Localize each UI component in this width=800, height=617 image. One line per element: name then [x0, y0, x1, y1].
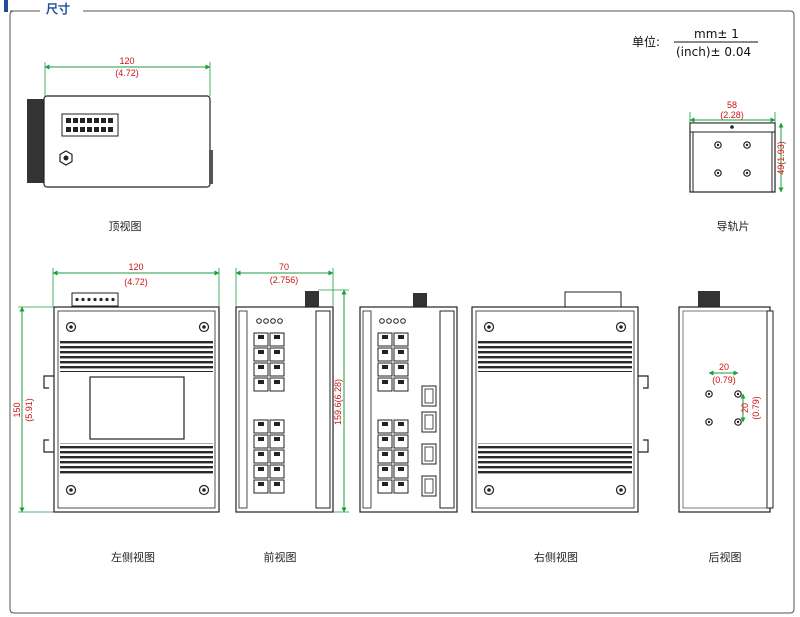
front-view: 70 (2.756) 159.6(6.28) 前视图	[235, 262, 349, 564]
unit-legend: 单位: mm± 1 (inch)± 0.04	[632, 27, 758, 59]
rear-hole-h-dimension: 20	[719, 362, 729, 372]
section-title: 尺寸	[46, 1, 70, 16]
top-view-caption: 顶视图	[109, 219, 142, 233]
ethernet-port-grid-icon	[253, 332, 285, 494]
rear-view-caption: 后视图	[709, 550, 742, 564]
unit-label: 单位:	[632, 34, 660, 49]
front-height-dimension: 159.6(6.28)	[333, 379, 343, 425]
top-view: 120 (4.72) 顶视图	[27, 56, 213, 233]
front-view-caption: 前视图	[264, 550, 297, 564]
right-view-caption: 右侧视图	[534, 550, 578, 564]
rear-hole-v-dimension: 20	[740, 403, 750, 413]
front-view-sfp	[359, 293, 458, 513]
left-width-inch: (4.72)	[124, 277, 148, 287]
rear-hole-v-inch: (0.79)	[751, 396, 761, 420]
rail-clip-caption: 导轨片	[717, 219, 750, 233]
rail-height-dimension: 49(1.93)	[776, 141, 786, 175]
left-width-dimension: 120	[128, 262, 143, 272]
rear-hole-h-inch: (0.79)	[712, 375, 736, 385]
unit-numerator: mm± 1	[694, 27, 739, 41]
unit-denominator: (inch)± 0.04	[676, 45, 751, 59]
sfp-port-grid-icon	[377, 332, 437, 497]
front-width-inch: (2.756)	[270, 275, 299, 285]
rail-width-inch: (2.28)	[720, 110, 744, 120]
right-side-view: 右侧视图	[471, 291, 649, 564]
terminal-block-icon	[61, 113, 119, 137]
top-width-inch: (4.72)	[115, 68, 139, 78]
front-width-dimension: 70	[279, 262, 289, 272]
top-width-dimension: 120	[119, 56, 134, 66]
section-frame	[4, 0, 795, 614]
left-side-view: 120 (4.72) 150 (5.91) 左侧视图	[12, 262, 220, 564]
left-height-inch: (5.91)	[24, 398, 34, 422]
rail-width-dimension: 58	[727, 100, 737, 110]
rear-view: 20 (0.79) 20 (0.79) 后视图	[678, 291, 774, 564]
rail-clip-view: 58 (2.28) 49(1.93) 导轨片	[689, 100, 786, 233]
left-height-dimension: 150	[12, 402, 22, 417]
left-view-caption: 左侧视图	[111, 550, 155, 564]
